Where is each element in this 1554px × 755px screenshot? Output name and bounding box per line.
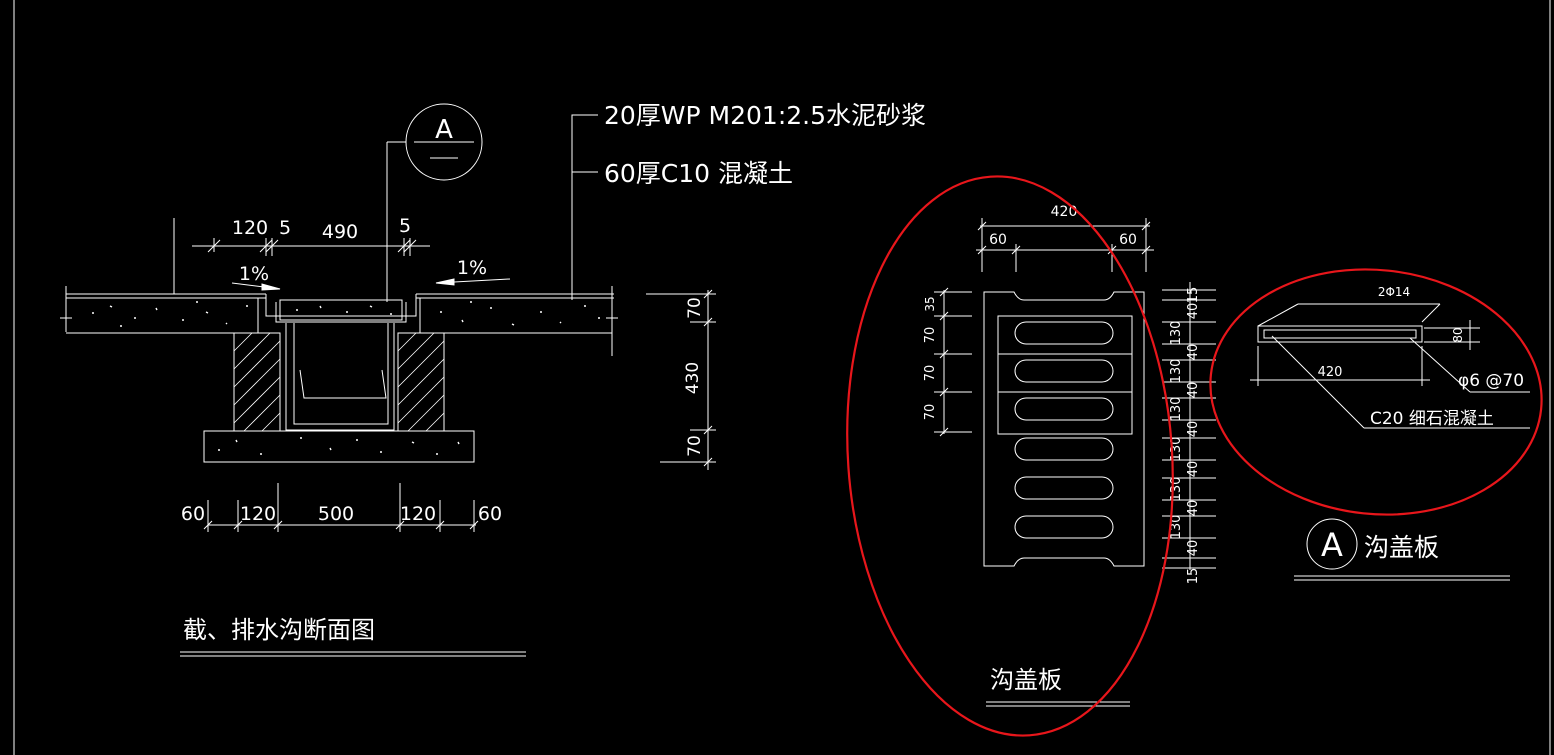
bottom-dim-60a: 60 [181,503,205,525]
slot-6 [1014,515,1114,539]
detail-slab [1257,325,1423,343]
height-dim-70b: 70 [685,435,705,457]
drain-cover-slab [279,299,403,321]
slot-1 [1014,321,1114,345]
detail-title-symbol: A [1321,526,1343,564]
bottom-dim-120b: 120 [400,503,436,525]
red-markup [846,175,1543,737]
cover-edge-dim-right: 60 [1119,232,1137,248]
slot-2 [1014,359,1114,383]
cover-plan-title: 沟盖板 [990,666,1062,694]
slope-left: 1% [239,263,269,285]
cover-edge-dim-left: 60 [989,232,1007,248]
right-dim: 40 [1186,344,1201,361]
right-dim: 40 [1186,382,1201,399]
cover-left-dim-70c: 70 [923,404,938,421]
layer2-label: 60厚C10 混凝土 [604,159,793,188]
right-dim: 40 [1186,421,1201,438]
detail-thickness: 80 [1451,327,1465,342]
right-dim: 40 [1186,461,1201,478]
drain-section-drawing [60,103,716,657]
right-dim: 15 [1186,568,1201,585]
base-foundation [203,430,475,463]
callout-symbol: A [435,115,453,145]
right-dim: 130 [1169,477,1184,502]
right-dim: 130 [1169,515,1184,540]
slot-3 [1014,397,1114,421]
right-dim: 130 [1169,359,1184,384]
bottom-dim-500: 500 [318,503,354,525]
markup-ellipse-cover-plan [846,175,1174,737]
detail-a-drawing [1250,303,1530,581]
top-dim-5b: 5 [399,215,411,237]
cover-grate-box [997,315,1133,435]
slot-4 [1014,437,1114,461]
height-dim-430: 430 [683,362,703,394]
layer1-label: 20厚WP M201:2.5水泥砂浆 [604,101,926,130]
section-title: 截、排水沟断面图 [183,616,375,644]
cover-right-dims: 15 40 130 40 130 40 130 40 130 40 130 40… [1169,287,1201,585]
cover-plate-outline [983,291,1145,567]
slot-5 [1014,476,1114,500]
layer-leader [571,114,598,300]
detail-width: 420 [1318,365,1343,380]
top-dim-490: 490 [322,221,358,243]
detail-symbol-circle [1306,518,1358,570]
cover-left-dim-70a: 70 [923,327,938,344]
slope-right: 1% [457,257,487,279]
top-dim-5a: 5 [279,217,291,239]
right-dim: 40 [1186,303,1201,320]
detail-title: 沟盖板 [1364,533,1439,562]
bottom-dim-120a: 120 [240,503,276,525]
right-dim: 40 [1186,540,1201,557]
markup-ellipse-detail [1209,268,1543,516]
cover-left-dim-35: 35 [923,296,937,311]
right-dim: 40 [1186,500,1201,517]
cover-plan-drawing [934,218,1216,707]
detail-stirrup: φ6 @70 [1458,371,1524,391]
right-dim: 15 [1186,287,1201,304]
detail-rebar-top: 2Φ14 [1378,285,1410,299]
cover-width-dim: 420 [1051,204,1078,220]
right-dim: 130 [1169,397,1184,422]
height-dim-70a: 70 [685,297,705,319]
cover-left-dim-70b: 70 [923,365,938,382]
right-dim: 130 [1169,321,1184,346]
bottom-dim-60b: 60 [478,503,502,525]
detail-concrete: C20 细石混凝土 [1370,409,1494,429]
top-dim-120: 120 [232,217,268,239]
